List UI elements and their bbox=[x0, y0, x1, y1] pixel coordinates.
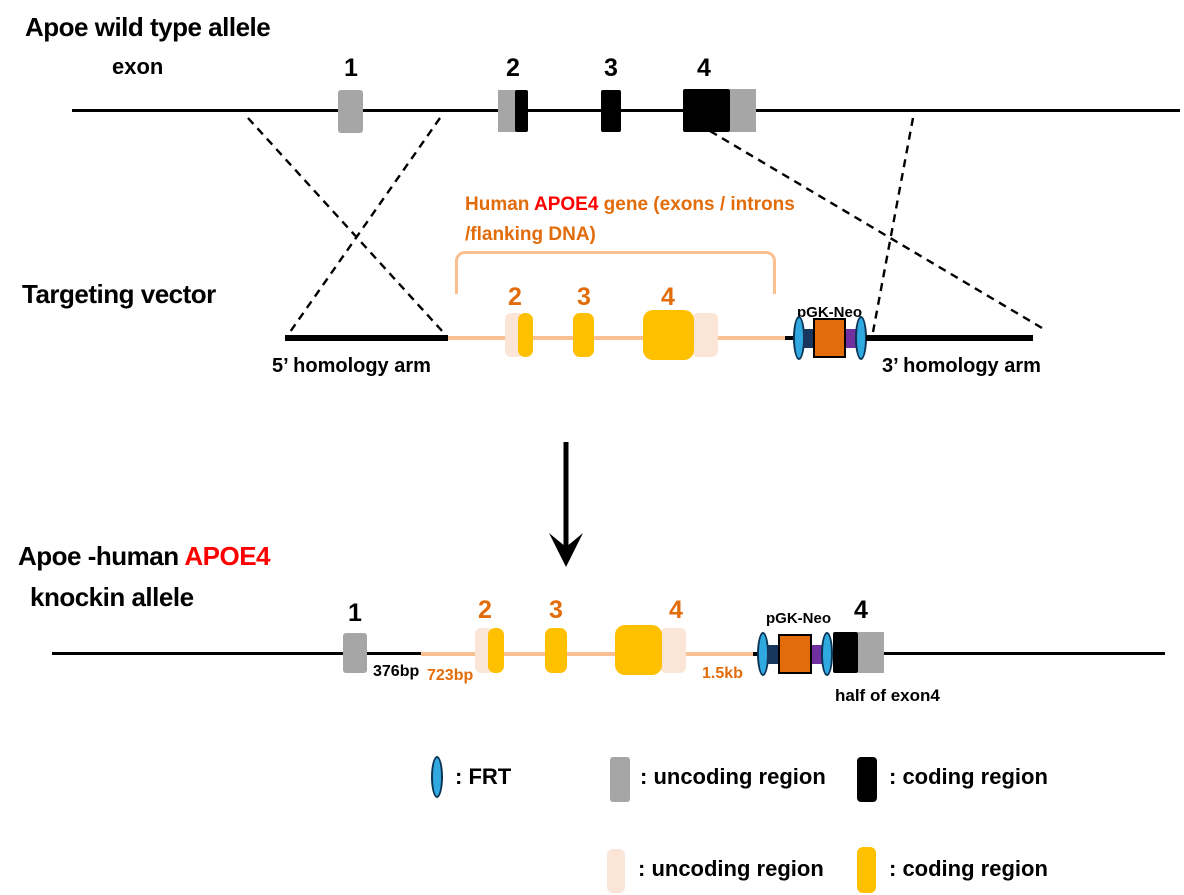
ki-exon4-uncoding-half-box bbox=[858, 632, 884, 673]
ki-exon4-mouse-number: 4 bbox=[854, 596, 868, 624]
ki-exon3-number: 3 bbox=[549, 596, 563, 624]
three-prime-arm-label: 3’ homology arm bbox=[882, 355, 1041, 377]
ki-376bp-label: 376bp bbox=[373, 663, 420, 680]
legend-frt-label: : FRT bbox=[455, 764, 512, 789]
knockin-title-gene: APOE4 bbox=[184, 541, 271, 571]
ki-exon4-coding-box bbox=[615, 625, 662, 675]
wt-exon2-uncoding-box bbox=[498, 90, 516, 132]
legend-peach-swatch bbox=[607, 849, 625, 893]
ki-exon4-coding-half-box bbox=[833, 632, 858, 673]
wt-exon2-number: 2 bbox=[506, 54, 520, 82]
five-prime-arm-label: 5’ homology arm bbox=[272, 355, 431, 377]
wt-exon4-uncoding-box bbox=[730, 89, 756, 132]
ki-cassette-neo-box bbox=[778, 634, 812, 674]
wt-exon3-number: 3 bbox=[604, 54, 618, 82]
wt-exon1-uncoding-box bbox=[338, 90, 363, 133]
tv-cassette-label: pGK-Neo bbox=[797, 304, 862, 321]
dashed-cross-left-b bbox=[289, 117, 441, 333]
three-prime-homology-arm-line bbox=[866, 335, 1033, 341]
tv-exon4-uncoding-box bbox=[692, 313, 718, 357]
tv-black-tick bbox=[785, 336, 799, 340]
tv-exon3-coding-box bbox=[573, 313, 594, 357]
wt-exon4-coding-box bbox=[683, 89, 730, 132]
legend-black-label: : coding region bbox=[889, 764, 1048, 789]
ki-15kb-label: 1.5kb bbox=[702, 665, 743, 682]
ki-right-chromosome-line bbox=[884, 652, 1165, 655]
ki-intron-line bbox=[421, 652, 757, 656]
ki-723bp-label: 723bp bbox=[427, 667, 474, 684]
ki-exon1-uncoding-box bbox=[343, 633, 367, 673]
tv-exon4-coding-box bbox=[643, 310, 694, 360]
ki-frt-right-icon bbox=[821, 632, 833, 676]
caption-rest: gene (exons / introns bbox=[598, 194, 795, 215]
legend-peach-label: : uncoding region bbox=[638, 856, 824, 881]
ki-exon4-uncoding-box bbox=[660, 628, 686, 673]
five-prime-homology-arm-line bbox=[285, 335, 448, 341]
wt-exon3-coding-box bbox=[601, 90, 621, 132]
tv-intron-line bbox=[448, 336, 788, 340]
human-gene-bracket bbox=[455, 251, 776, 294]
tv-exon3-number: 3 bbox=[577, 283, 591, 311]
wild-type-chromosome-line bbox=[72, 109, 1180, 112]
wt-exon2-coding-box bbox=[515, 90, 528, 132]
ki-exon1-number: 1 bbox=[348, 599, 362, 627]
wt-exon4-number: 4 bbox=[697, 54, 711, 82]
wt-exon1-number: 1 bbox=[344, 54, 358, 82]
ki-exon3-coding-box bbox=[545, 628, 567, 673]
knockin-title-line2: knockin allele bbox=[30, 582, 194, 612]
legend-black-swatch bbox=[857, 757, 877, 802]
targeting-arrow-head bbox=[549, 533, 583, 567]
ki-cassette-label: pGK-Neo bbox=[766, 610, 831, 627]
ki-exon2-coding-box bbox=[488, 628, 504, 673]
exon-axis-label: exon bbox=[112, 54, 164, 79]
ki-exon4-number: 4 bbox=[669, 596, 683, 624]
wild-type-title: Apoe wild type allele bbox=[25, 12, 271, 42]
human-gene-caption: Human APOE4 gene (exons / introns /flank… bbox=[465, 190, 845, 250]
ki-cassette-navy-box bbox=[767, 645, 779, 664]
legend-gold-swatch bbox=[857, 847, 876, 893]
dashed-cross-right-b bbox=[871, 117, 915, 333]
tv-exon2-coding-box bbox=[518, 313, 533, 357]
ki-exon2-number: 2 bbox=[478, 596, 492, 624]
dashed-cross-left-a bbox=[247, 117, 444, 333]
caption-human: Human bbox=[465, 194, 534, 215]
legend-frt-icon bbox=[431, 756, 443, 798]
tv-exon4-number: 4 bbox=[661, 283, 675, 311]
knockin-title-prefix: Apoe -human bbox=[18, 541, 185, 571]
caption-gene-name: APOE4 bbox=[533, 194, 599, 215]
tv-cassette-navy-box bbox=[803, 329, 815, 348]
legend-gray-label: : uncoding region bbox=[640, 764, 826, 789]
tv-cassette-neo-box bbox=[813, 318, 846, 358]
knockin-title-line1: Apoe -human APOE4 bbox=[18, 541, 271, 572]
targeting-vector-title: Targeting vector bbox=[22, 279, 216, 309]
legend-gold-label: : coding region bbox=[889, 856, 1048, 881]
ki-left-chromosome-line bbox=[52, 652, 421, 655]
legend-gray-swatch bbox=[610, 757, 630, 802]
ki-half-exon4-label: half of exon4 bbox=[835, 686, 940, 705]
tv-exon2-number: 2 bbox=[508, 283, 522, 311]
caption-line2: /flanking DNA) bbox=[465, 224, 596, 245]
